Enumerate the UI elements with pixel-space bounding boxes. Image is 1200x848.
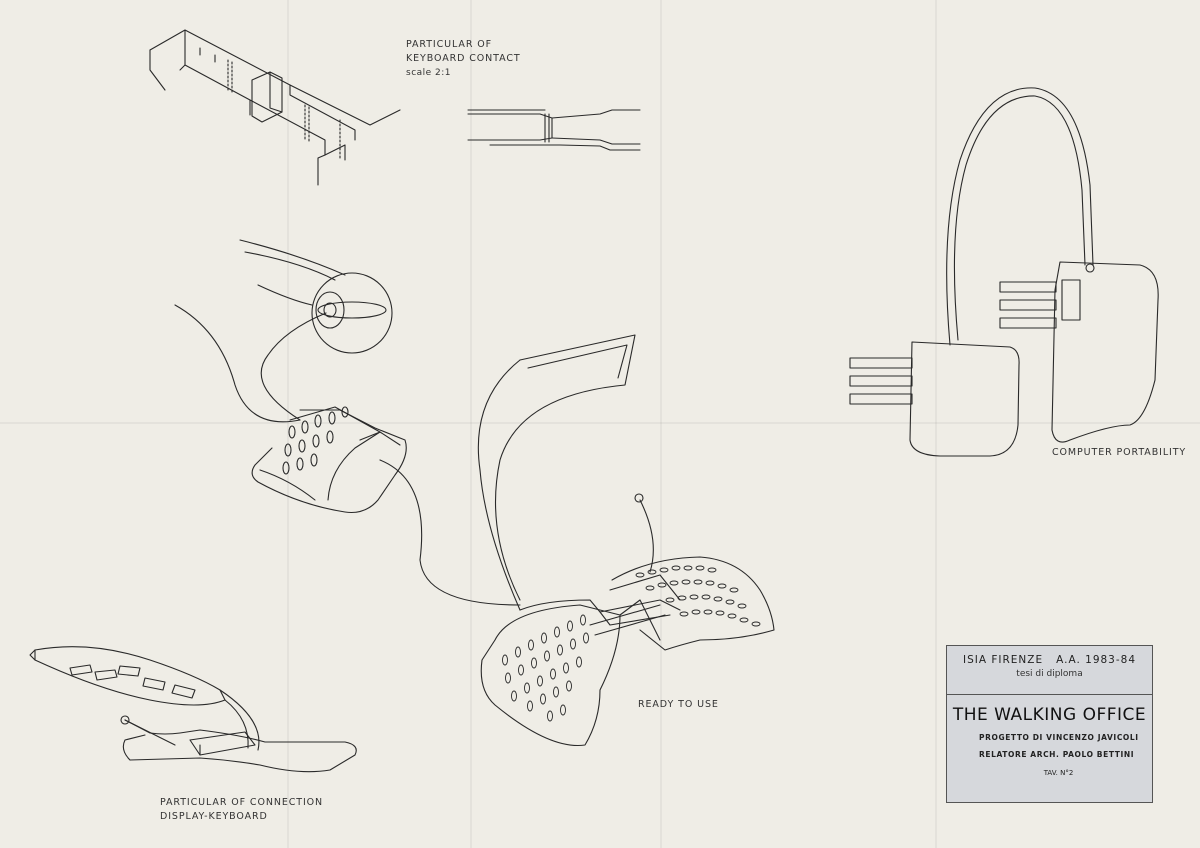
connection-label: PARTICULAR OF CONNECTION DISPLAY-KEYBOAR… (160, 796, 323, 824)
keyboard-contact-label-line: PARTICULAR OF (406, 39, 492, 50)
ready-to-use-assembly-drawing (477, 334, 775, 747)
keyboard-contact-label: PARTICULAR OF KEYBOARD CONTACT scale 2:1 (406, 38, 521, 80)
keyboard-contact-detail-drawing (149, 29, 401, 186)
fold-line (935, 0, 937, 848)
title-block-institution-row: ISIA FIRENZE A.A. 1983-84 (947, 646, 1152, 666)
sheet-number: TAV. N°2 (1043, 769, 1074, 777)
headphone-drawing (239, 239, 393, 421)
connection-label-line: DISPLAY-KEYBOARD (160, 811, 268, 822)
fold-line (287, 0, 289, 848)
fold-line (660, 0, 662, 848)
keyboard-contact-label-line: KEYBOARD CONTACT (406, 53, 521, 64)
keyboard-module-drawing (174, 304, 521, 606)
project-advisor: RELATORE ARCH. PAOLO BETTINI (979, 750, 1135, 759)
computer-portability-label: COMPUTER PORTABILITY (1052, 447, 1187, 458)
fold-line (470, 0, 472, 848)
title-block-header: ISIA FIRENZE A.A. 1983-84 tesi di diplom… (947, 646, 1152, 695)
project-title: THE WALKING OFFICE (952, 705, 1147, 725)
title-block: ISIA FIRENZE A.A. 1983-84 tesi di diplom… (946, 645, 1153, 803)
keyboard-contact-section-drawing (467, 109, 641, 151)
institution-name: ISIA FIRENZE (962, 654, 1044, 666)
fold-line (0, 422, 1200, 424)
ready-to-use-label: READY TO USE (638, 699, 719, 710)
keyboard-contact-scale: scale 2:1 (406, 68, 452, 78)
academic-year: A.A. 1983-84 (1056, 654, 1137, 666)
connection-detail-drawing (29, 646, 357, 773)
computer-portability-drawing (849, 87, 1159, 457)
connection-label-line: PARTICULAR OF CONNECTION (160, 797, 324, 808)
thesis-subtitle: tesi di diploma (1016, 669, 1083, 679)
project-author: PROGETTO DI VINCENZO JAVICOLI (979, 733, 1139, 742)
